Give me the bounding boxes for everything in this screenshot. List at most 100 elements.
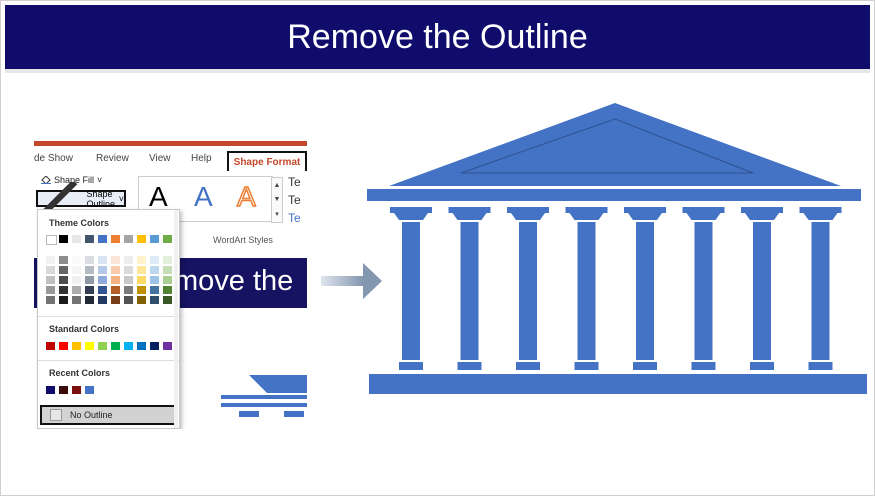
theme-color-swatch[interactable] (124, 235, 133, 243)
theme-shade-swatch[interactable] (150, 256, 159, 264)
text-fill-button[interactable]: Te (288, 175, 301, 189)
theme-color-swatch[interactable] (72, 235, 81, 243)
theme-shade-swatch[interactable] (98, 276, 107, 284)
recent-color-swatch[interactable] (46, 386, 55, 394)
temple-column-part (799, 207, 842, 213)
standard-color-swatch[interactable] (163, 342, 172, 350)
dropdown-scrollbar[interactable] (174, 210, 178, 428)
theme-shade-swatch[interactable] (72, 296, 81, 304)
theme-shade-swatch[interactable] (98, 286, 107, 294)
slide-title-banner: Remove the Outline (5, 5, 870, 69)
wordart-style-blue[interactable]: A (194, 181, 213, 212)
theme-shade-swatch[interactable] (137, 296, 146, 304)
shape-outline-button[interactable]: Shape Outline˅ (36, 181, 126, 216)
theme-shade-swatch[interactable] (111, 266, 120, 274)
temple-column-part (803, 213, 838, 220)
theme-shade-swatch[interactable] (163, 256, 172, 264)
theme-shade-swatch[interactable] (163, 286, 172, 294)
theme-shade-swatch[interactable] (124, 256, 133, 264)
theme-shade-swatch[interactable] (137, 286, 146, 294)
theme-shade-swatch[interactable] (98, 296, 107, 304)
theme-shade-swatch[interactable] (111, 286, 120, 294)
theme-color-swatch[interactable] (98, 235, 107, 243)
standard-color-swatch[interactable] (98, 342, 107, 350)
tab-slide-show[interactable]: de Show (34, 153, 73, 164)
theme-shade-swatch[interactable] (150, 266, 159, 274)
wordart-gallery[interactable]: A A A (138, 176, 273, 222)
theme-shade-swatch[interactable] (59, 266, 68, 274)
theme-shade-swatch[interactable] (85, 286, 94, 294)
theme-shade-swatch[interactable] (163, 266, 172, 274)
theme-shade-swatch[interactable] (111, 296, 120, 304)
theme-shade-swatch[interactable] (59, 296, 68, 304)
theme-shade-swatch[interactable] (124, 276, 133, 284)
theme-color-swatch[interactable] (59, 235, 68, 243)
theme-color-swatch[interactable] (111, 235, 120, 243)
temple-column-part (390, 207, 432, 213)
no-outline-option[interactable]: No Outline (40, 405, 178, 425)
wordart-scroll[interactable]: ▲ ▼ ▾ (271, 177, 283, 223)
theme-color-swatch[interactable] (46, 235, 57, 245)
text-effects-button[interactable]: Te (288, 211, 301, 225)
standard-color-swatch[interactable] (72, 342, 81, 350)
theme-shade-swatch[interactable] (72, 286, 81, 294)
temple-column-part (507, 207, 549, 213)
theme-shade-swatch[interactable] (163, 296, 172, 304)
theme-shade-swatch[interactable] (72, 266, 81, 274)
wordart-style-orange-outline[interactable]: A (236, 180, 256, 213)
theme-shade-swatch[interactable] (124, 266, 133, 274)
recent-color-swatch[interactable] (59, 386, 68, 394)
temple-column-part (460, 222, 479, 360)
theme-shade-swatch[interactable] (150, 286, 159, 294)
standard-color-swatch[interactable] (124, 342, 133, 350)
theme-shade-swatch[interactable] (46, 256, 55, 264)
theme-shade-swatch[interactable] (98, 256, 107, 264)
theme-shade-swatch[interactable] (85, 296, 94, 304)
theme-color-swatch[interactable] (137, 235, 146, 243)
theme-shade-swatch[interactable] (72, 276, 81, 284)
temple-column-part (448, 207, 491, 213)
theme-shade-swatch[interactable] (163, 276, 172, 284)
standard-color-swatch[interactable] (59, 342, 68, 350)
theme-shade-swatch[interactable] (46, 276, 55, 284)
theme-shade-swatch[interactable] (59, 286, 68, 294)
theme-shade-swatch[interactable] (137, 266, 146, 274)
theme-shade-swatch[interactable] (46, 266, 55, 274)
recent-color-swatch[interactable] (72, 386, 81, 394)
theme-shade-swatch[interactable] (85, 276, 94, 284)
theme-shade-swatch[interactable] (111, 256, 120, 264)
shape-fill-button[interactable]: Shape Fill˅ (41, 175, 102, 185)
recent-color-swatch[interactable] (85, 386, 94, 394)
theme-shade-swatch[interactable] (85, 256, 94, 264)
tab-review[interactable]: Review (96, 153, 129, 164)
theme-color-swatch[interactable] (150, 235, 159, 243)
standard-color-swatch[interactable] (46, 342, 55, 350)
temple-column-part (636, 222, 654, 360)
theme-shade-swatch[interactable] (111, 276, 120, 284)
theme-shade-swatch[interactable] (137, 256, 146, 264)
theme-shade-swatch[interactable] (46, 296, 55, 304)
wordart-style-black[interactable]: A (149, 181, 168, 212)
theme-shade-swatch[interactable] (59, 276, 68, 284)
tab-shape-format[interactable]: Shape Format (227, 151, 307, 173)
theme-color-swatch[interactable] (85, 235, 94, 243)
tab-help[interactable]: Help (191, 153, 212, 164)
theme-shade-swatch[interactable] (150, 296, 159, 304)
theme-shade-swatch[interactable] (124, 296, 133, 304)
theme-shade-swatch[interactable] (85, 266, 94, 274)
theme-color-swatch[interactable] (163, 235, 172, 243)
theme-shade-swatch[interactable] (72, 256, 81, 264)
standard-color-swatch[interactable] (150, 342, 159, 350)
theme-shade-swatch[interactable] (46, 286, 55, 294)
theme-shade-swatch[interactable] (59, 256, 68, 264)
tab-view[interactable]: View (149, 153, 171, 164)
standard-color-swatch[interactable] (111, 342, 120, 350)
theme-shade-swatch[interactable] (137, 276, 146, 284)
text-outline-button[interactable]: Te (288, 193, 301, 207)
standard-color-swatch[interactable] (85, 342, 94, 350)
theme-shade-swatch[interactable] (98, 266, 107, 274)
standard-color-swatch[interactable] (137, 342, 146, 350)
theme-shade-swatch[interactable] (150, 276, 159, 284)
theme-shade-swatch[interactable] (124, 286, 133, 294)
